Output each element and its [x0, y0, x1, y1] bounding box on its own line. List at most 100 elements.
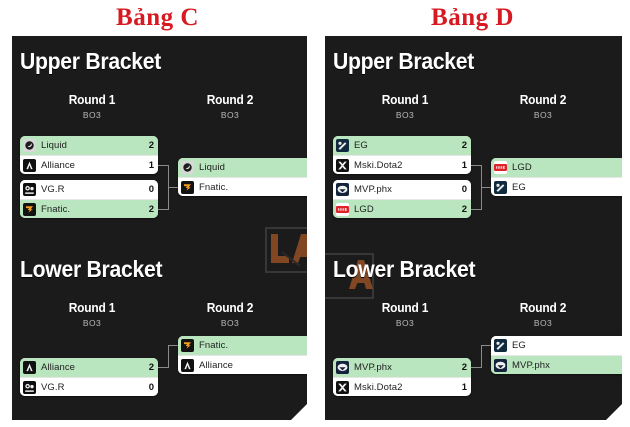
alliance-logo [23, 361, 36, 374]
lower-round2-header-d: Round 2 BO3 [483, 301, 603, 330]
team-row[interactable]: EG 2 [333, 136, 471, 155]
upper-round1-header-d: Round 1 BO3 [345, 93, 465, 122]
lower-round1-header-d: Round 1 BO3 [345, 301, 465, 330]
bracket-connector [481, 345, 491, 346]
lgd-logo [494, 161, 507, 174]
team-row[interactable]: EG 0 [491, 336, 622, 355]
team-row[interactable]: Liquid 2 [178, 158, 307, 177]
round-name: Round 2 [519, 300, 567, 315]
bracket-connector [158, 165, 168, 166]
team-name: VG.R [41, 184, 65, 195]
match-card[interactable]: Alliance 2 VG.R 0 [20, 358, 158, 396]
liquid-logo [181, 161, 194, 174]
match-card[interactable]: EG 2 Mski.Dota2 1 [333, 136, 471, 174]
alliance-logo [23, 159, 36, 172]
group-title-d: Bảng D [431, 4, 514, 31]
lower-round1-header-c: Round 1 BO3 [32, 301, 152, 330]
bracket-connector [168, 345, 178, 346]
lower-bracket-heading-d: Lower Bracket [333, 256, 476, 282]
team-row[interactable]: Mski.Dota2 1 [333, 155, 471, 174]
team-score: 2 [303, 162, 307, 173]
team-row[interactable]: MVP.phx 2 [491, 355, 622, 374]
bracket-connector [158, 209, 168, 210]
fnatic-logo [181, 339, 194, 352]
team-name: Mski.Dota2 [354, 381, 403, 393]
team-row[interactable]: VG.R 0 [20, 377, 158, 396]
team-score: 2 [461, 362, 467, 373]
match-card[interactable]: MVP.phx 0 LGD 2 [333, 180, 471, 218]
team-row[interactable]: Fnatic. 2 [178, 336, 307, 355]
team-score: 2 [148, 140, 154, 151]
match-card[interactable]: Liquid 2 Alliance 1 [20, 136, 158, 174]
lower-round2-header-c: Round 2 BO3 [170, 301, 290, 330]
team-name: Liquid [199, 162, 225, 173]
bracket-panel-d: Upper Bracket Round 1 BO3 Round 2 BO3 EG… [325, 36, 622, 420]
team-row[interactable]: MVP.phx 0 [333, 180, 471, 199]
team-row[interactable]: LGD 2 [333, 199, 471, 218]
vgr-logo [23, 183, 36, 196]
round-name: Round 2 [206, 300, 254, 315]
team-row[interactable]: Fnatic. 2 [20, 199, 158, 218]
team-score: 0 [461, 184, 467, 195]
team-score: 2 [616, 162, 622, 173]
team-score: 2 [148, 362, 154, 373]
round-format: BO3 [533, 110, 553, 120]
match-card[interactable]: LGD 2 EG 1 [491, 158, 622, 196]
liquid-logo [23, 139, 36, 152]
upper-round2-header-d: Round 2 BO3 [483, 93, 603, 122]
team-score: 2 [461, 203, 467, 215]
team-row[interactable]: LGD 2 [491, 158, 622, 177]
match-card[interactable]: MVP.phx 2 Mski.Dota2 1 [333, 358, 471, 396]
round-format: BO3 [82, 318, 102, 328]
eg-logo [494, 339, 507, 352]
team-row[interactable]: EG 1 [491, 177, 622, 196]
team-score: 1 [461, 159, 467, 171]
team-row[interactable]: Mski.Dota2 1 [333, 377, 471, 396]
team-row[interactable]: Fnatic. 1 [178, 177, 307, 196]
team-row[interactable]: Liquid 2 [20, 136, 158, 155]
round-name: Round 1 [68, 92, 116, 107]
match-card[interactable]: VG.R 0 Fnatic. 2 [20, 180, 158, 218]
bracket-connector [168, 345, 169, 368]
bracket-connector [158, 367, 168, 368]
fnatic-logo [23, 203, 36, 216]
round-format: BO3 [395, 110, 415, 120]
team-name: LGD [512, 162, 532, 173]
mvp-logo [494, 359, 507, 372]
team-name: MVP.phx [354, 184, 393, 195]
bracket-panel-c: Upper Bracket Round 1 BO3 Round 2 BO3 Li… [12, 36, 307, 420]
team-score: 1 [303, 182, 307, 193]
lgd-logo [336, 203, 349, 216]
team-name: Fnatic. [199, 340, 229, 351]
match-card[interactable]: EG 0 MVP.phx 2 [491, 336, 622, 374]
alliance-logo [181, 359, 194, 372]
mvp-logo [336, 183, 349, 196]
team-row[interactable]: VG.R 0 [20, 180, 158, 199]
bracket-connector [481, 345, 482, 368]
team-score: 1 [616, 182, 622, 193]
team-row[interactable]: Alliance 1 [178, 355, 307, 374]
bracket-connector [471, 209, 481, 210]
team-row[interactable]: MVP.phx 2 [333, 358, 471, 377]
round-name: Round 1 [68, 300, 116, 315]
round-format: BO3 [533, 318, 553, 328]
mski-logo [336, 381, 349, 394]
mski-logo [336, 159, 349, 172]
team-score: 2 [461, 140, 467, 151]
team-row[interactable]: Alliance 1 [20, 155, 158, 174]
team-name: Alliance [199, 359, 234, 371]
match-card[interactable]: Liquid 2 Fnatic. 1 [178, 158, 307, 196]
team-name: Fnatic. [199, 181, 229, 193]
team-score: 0 [616, 340, 622, 351]
team-score: 0 [148, 381, 154, 393]
team-name: Alliance [41, 159, 76, 171]
round-name: Round 2 [206, 92, 254, 107]
match-card[interactable]: Fnatic. 2 Alliance 1 [178, 336, 307, 374]
team-name: EG [354, 140, 368, 151]
bracket-connector [481, 187, 491, 188]
team-row[interactable]: Alliance 2 [20, 358, 158, 377]
group-title-c: Bảng C [116, 4, 199, 31]
team-name: Liquid [41, 140, 67, 151]
lag-watermark [262, 224, 307, 276]
round-format: BO3 [82, 110, 102, 120]
